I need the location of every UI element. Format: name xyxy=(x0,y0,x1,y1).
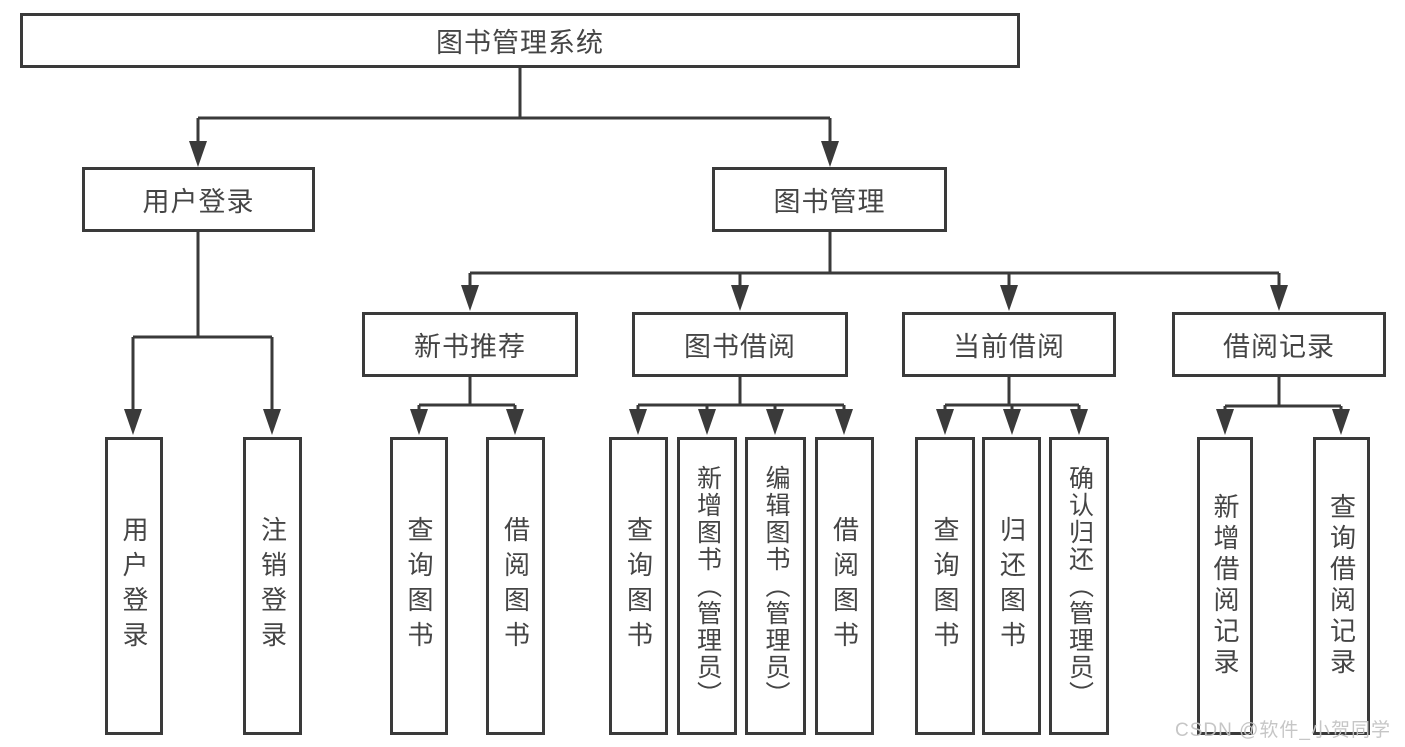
node-library-management-system: 图书管理系统 xyxy=(20,13,1020,68)
node-label: 新书推荐 xyxy=(414,332,526,362)
leaf-label: 查询图书 xyxy=(404,516,434,656)
node-user-login: 用户登录 xyxy=(82,167,315,232)
leaf-label: 查询借阅记录 xyxy=(1326,493,1357,679)
leaf-label: 注销登录 xyxy=(257,516,288,656)
leaf-add-borrow-record: 新增借阅记录 xyxy=(1197,437,1253,735)
leaf-query-borrow-record: 查询借阅记录 xyxy=(1313,437,1370,735)
leaf-borrow-books-2: 借阅图书 xyxy=(815,437,874,735)
leaf-query-books-2: 查询图书 xyxy=(609,437,668,735)
node-label: 借阅记录 xyxy=(1223,332,1335,362)
node-book-borrowing: 图书借阅 xyxy=(632,312,848,377)
leaf-query-books-1: 查询图书 xyxy=(390,437,448,735)
leaf-edit-book-admin: 编辑图书（管理员） xyxy=(745,437,806,735)
node-label: 图书借阅 xyxy=(684,332,796,362)
node-label: 用户登录 xyxy=(142,187,255,217)
leaf-label: 新增借阅记录 xyxy=(1210,493,1240,679)
leaf-label: 查询图书 xyxy=(623,516,654,656)
leaf-add-book-admin: 新增图书（管理员） xyxy=(677,437,737,735)
leaf-label: 确认归还（管理员） xyxy=(1065,464,1094,708)
leaf-query-books-3: 查询图书 xyxy=(915,437,975,735)
watermark: CSDN @软件_小贺同学 xyxy=(1175,720,1391,741)
leaf-logout: 注销登录 xyxy=(243,437,302,735)
node-label: 当前借阅 xyxy=(953,332,1065,362)
leaf-label: 新增图书（管理员） xyxy=(693,464,722,708)
leaf-label: 借阅图书 xyxy=(500,516,531,656)
leaf-label: 编辑图书（管理员） xyxy=(762,464,790,708)
leaf-label: 用户登录 xyxy=(119,516,149,656)
node-label: 图书管理系统 xyxy=(436,28,604,58)
leaf-borrow-books-1: 借阅图书 xyxy=(486,437,545,735)
leaf-return-book: 归还图书 xyxy=(982,437,1041,735)
node-current-borrowing: 当前借阅 xyxy=(902,312,1116,377)
leaf-label: 查询图书 xyxy=(930,516,960,656)
node-borrowing-records: 借阅记录 xyxy=(1172,312,1386,377)
node-label: 图书管理 xyxy=(773,187,886,217)
leaf-user-login: 用户登录 xyxy=(105,437,163,735)
leaf-confirm-return-admin: 确认归还（管理员） xyxy=(1049,437,1109,735)
node-new-book-recommend: 新书推荐 xyxy=(362,312,578,377)
leaf-label: 借阅图书 xyxy=(829,516,860,656)
leaf-label: 归还图书 xyxy=(996,516,1027,656)
node-book-management: 图书管理 xyxy=(712,167,947,232)
